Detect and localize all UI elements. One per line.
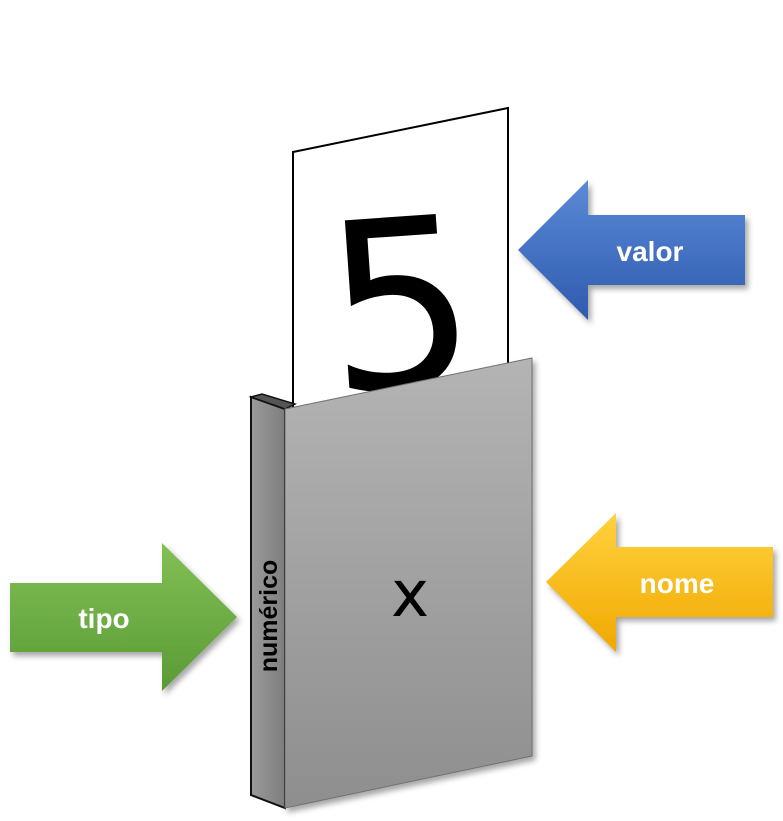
valor-label: valor [617,236,684,267]
tipo-arrow [10,543,237,691]
type-label: numérico [255,560,283,673]
box-spine: numérico [248,393,298,810]
nome-arrow [546,513,773,652]
box-front [284,357,533,809]
tipo-label: tipo [78,603,129,634]
nome-label: nome [640,568,715,599]
valor-arrow [518,180,745,320]
variable-name: x [391,558,429,632]
